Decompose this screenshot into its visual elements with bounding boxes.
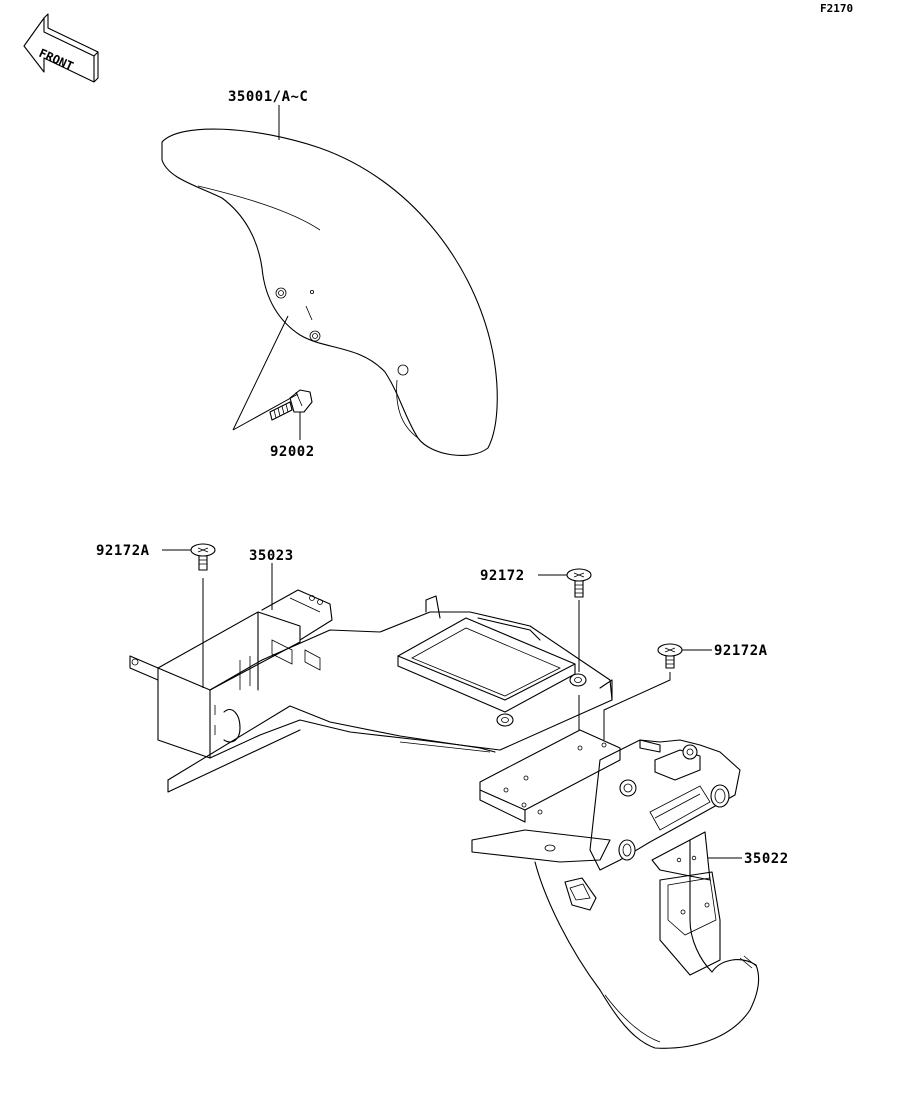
leader-screw-right-down: [603, 672, 671, 740]
screw-92172-mid: [566, 568, 592, 598]
bolt-92002: [269, 389, 313, 421]
label-front-fender: 35001/A~C: [228, 89, 308, 105]
rear-fender-front: [129, 589, 613, 793]
label-bolt: 92002: [270, 444, 315, 460]
label-rear-fender-rear: 35022: [744, 851, 789, 867]
front-fender: [161, 128, 498, 456]
screw-92172a-left: [190, 543, 216, 571]
leader-bolt-fender: [232, 315, 299, 431]
label-screw-left: 92172A: [96, 543, 150, 559]
screw-92172a-right: [657, 643, 683, 669]
diagram-code: F2170: [820, 2, 853, 15]
label-rear-fender-front: 35023: [249, 548, 294, 564]
front-arrow-icon: FRONT: [23, 13, 99, 83]
rear-fender-rear: [471, 729, 760, 1049]
label-screw-mid: 92172: [480, 568, 525, 584]
label-screw-right: 92172A: [714, 643, 768, 659]
